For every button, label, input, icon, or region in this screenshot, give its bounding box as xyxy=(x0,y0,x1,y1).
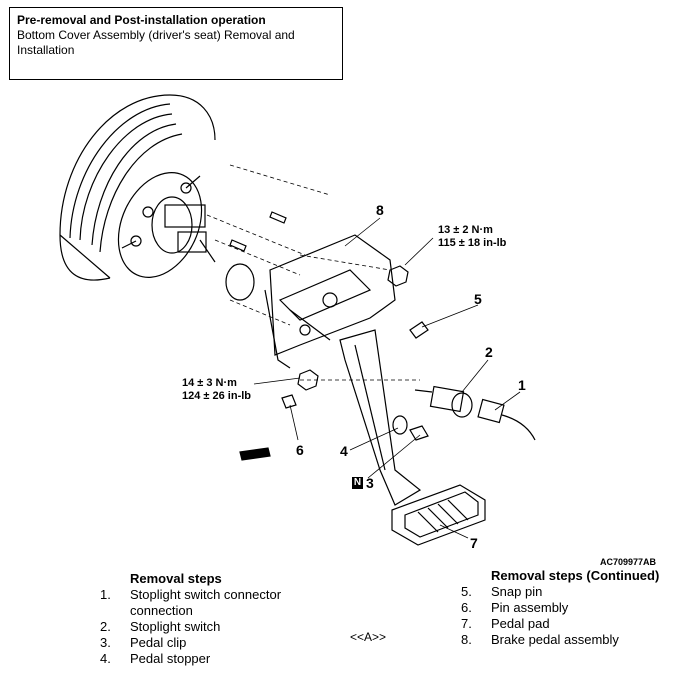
step-text: Pedal pad xyxy=(491,616,550,631)
step-number: 2. xyxy=(100,619,111,634)
step-number: 6. xyxy=(461,600,472,615)
step-text: Stoplight switch xyxy=(130,619,221,634)
torque-upper-metric: 13 ± 2 N·m xyxy=(438,224,493,236)
callout-6: 6 xyxy=(296,442,304,458)
callout-8: 8 xyxy=(376,202,384,218)
removal-steps-heading: Removal steps xyxy=(130,571,222,586)
step-number: 8. xyxy=(461,632,472,647)
gasket-illustration xyxy=(225,263,255,301)
step-text: Brake pedal assembly xyxy=(491,632,619,647)
step-text: Stoplight switch connector connection xyxy=(130,587,282,618)
stoplight-switch-illustration xyxy=(414,385,473,418)
list-item: 3. Pedal clip xyxy=(100,635,320,651)
operation-subtitle: Bottom Cover Assembly (driver's seat) Re… xyxy=(17,28,295,57)
figure-code: AC709977AB xyxy=(600,557,657,567)
torque-lower-metric: 14 ± 3 N·m xyxy=(182,377,237,389)
step-text: Pin assembly xyxy=(491,600,569,615)
torque-lower: 14 ± 3 N·m 124 ± 26 in-lb xyxy=(182,377,251,403)
pedal-bracket-illustration xyxy=(264,234,396,369)
callout-2: 2 xyxy=(485,344,493,360)
operation-box: Pre-removal and Post-installation operat… xyxy=(9,7,343,80)
step-text: Pedal clip xyxy=(130,635,187,650)
list-item: 8. Brake pedal assembly xyxy=(461,632,676,648)
step-number: 5. xyxy=(461,584,472,599)
callout-5: 5 xyxy=(474,291,482,307)
operation-title: Pre-removal and Post-installation operat… xyxy=(17,13,266,27)
pedal-arm-illustration xyxy=(339,329,422,506)
callout-4: 4 xyxy=(340,443,348,459)
callout-3: 3 xyxy=(366,475,374,491)
list-item: 5. Snap pin xyxy=(461,584,676,600)
note-marker: <<A>> xyxy=(350,630,387,644)
brake-booster-illustration xyxy=(59,94,216,281)
step-number: 3. xyxy=(100,635,111,650)
pedal-pad-illustration xyxy=(391,484,486,546)
list-item: 1. Stoplight switch connector connection xyxy=(100,587,320,619)
list-item: 7. Pedal pad xyxy=(461,616,676,632)
step-text: Pedal stopper xyxy=(130,651,211,666)
connector-illustration xyxy=(477,398,536,441)
step-text: Snap pin xyxy=(491,584,543,599)
torque-upper: 13 ± 2 N·m 115 ± 18 in-lb xyxy=(438,224,506,250)
torque-lower-imperial: 124 ± 26 in-lb xyxy=(182,390,252,402)
list-item: 6. Pin assembly xyxy=(461,600,676,616)
removal-steps: Removal steps 1. Stoplight switch connect… xyxy=(100,571,320,667)
callout-1: 1 xyxy=(518,377,526,393)
removal-steps-continued: Removal steps (Continued) 5. Snap pin 6. P… xyxy=(461,568,676,648)
n-marker: N xyxy=(352,477,363,489)
step-number: 7. xyxy=(461,616,472,631)
list-item: 4. Pedal stopper xyxy=(100,651,320,667)
torque-upper-imperial: 115 ± 18 in-lb xyxy=(438,237,507,249)
list-item: 2. Stoplight switch xyxy=(100,619,320,635)
step-number: 4. xyxy=(100,651,111,666)
step-number: 1. xyxy=(100,587,111,602)
removal-steps-continued-heading: Removal steps (Continued) xyxy=(491,568,660,583)
callout-7: 7 xyxy=(470,535,478,551)
